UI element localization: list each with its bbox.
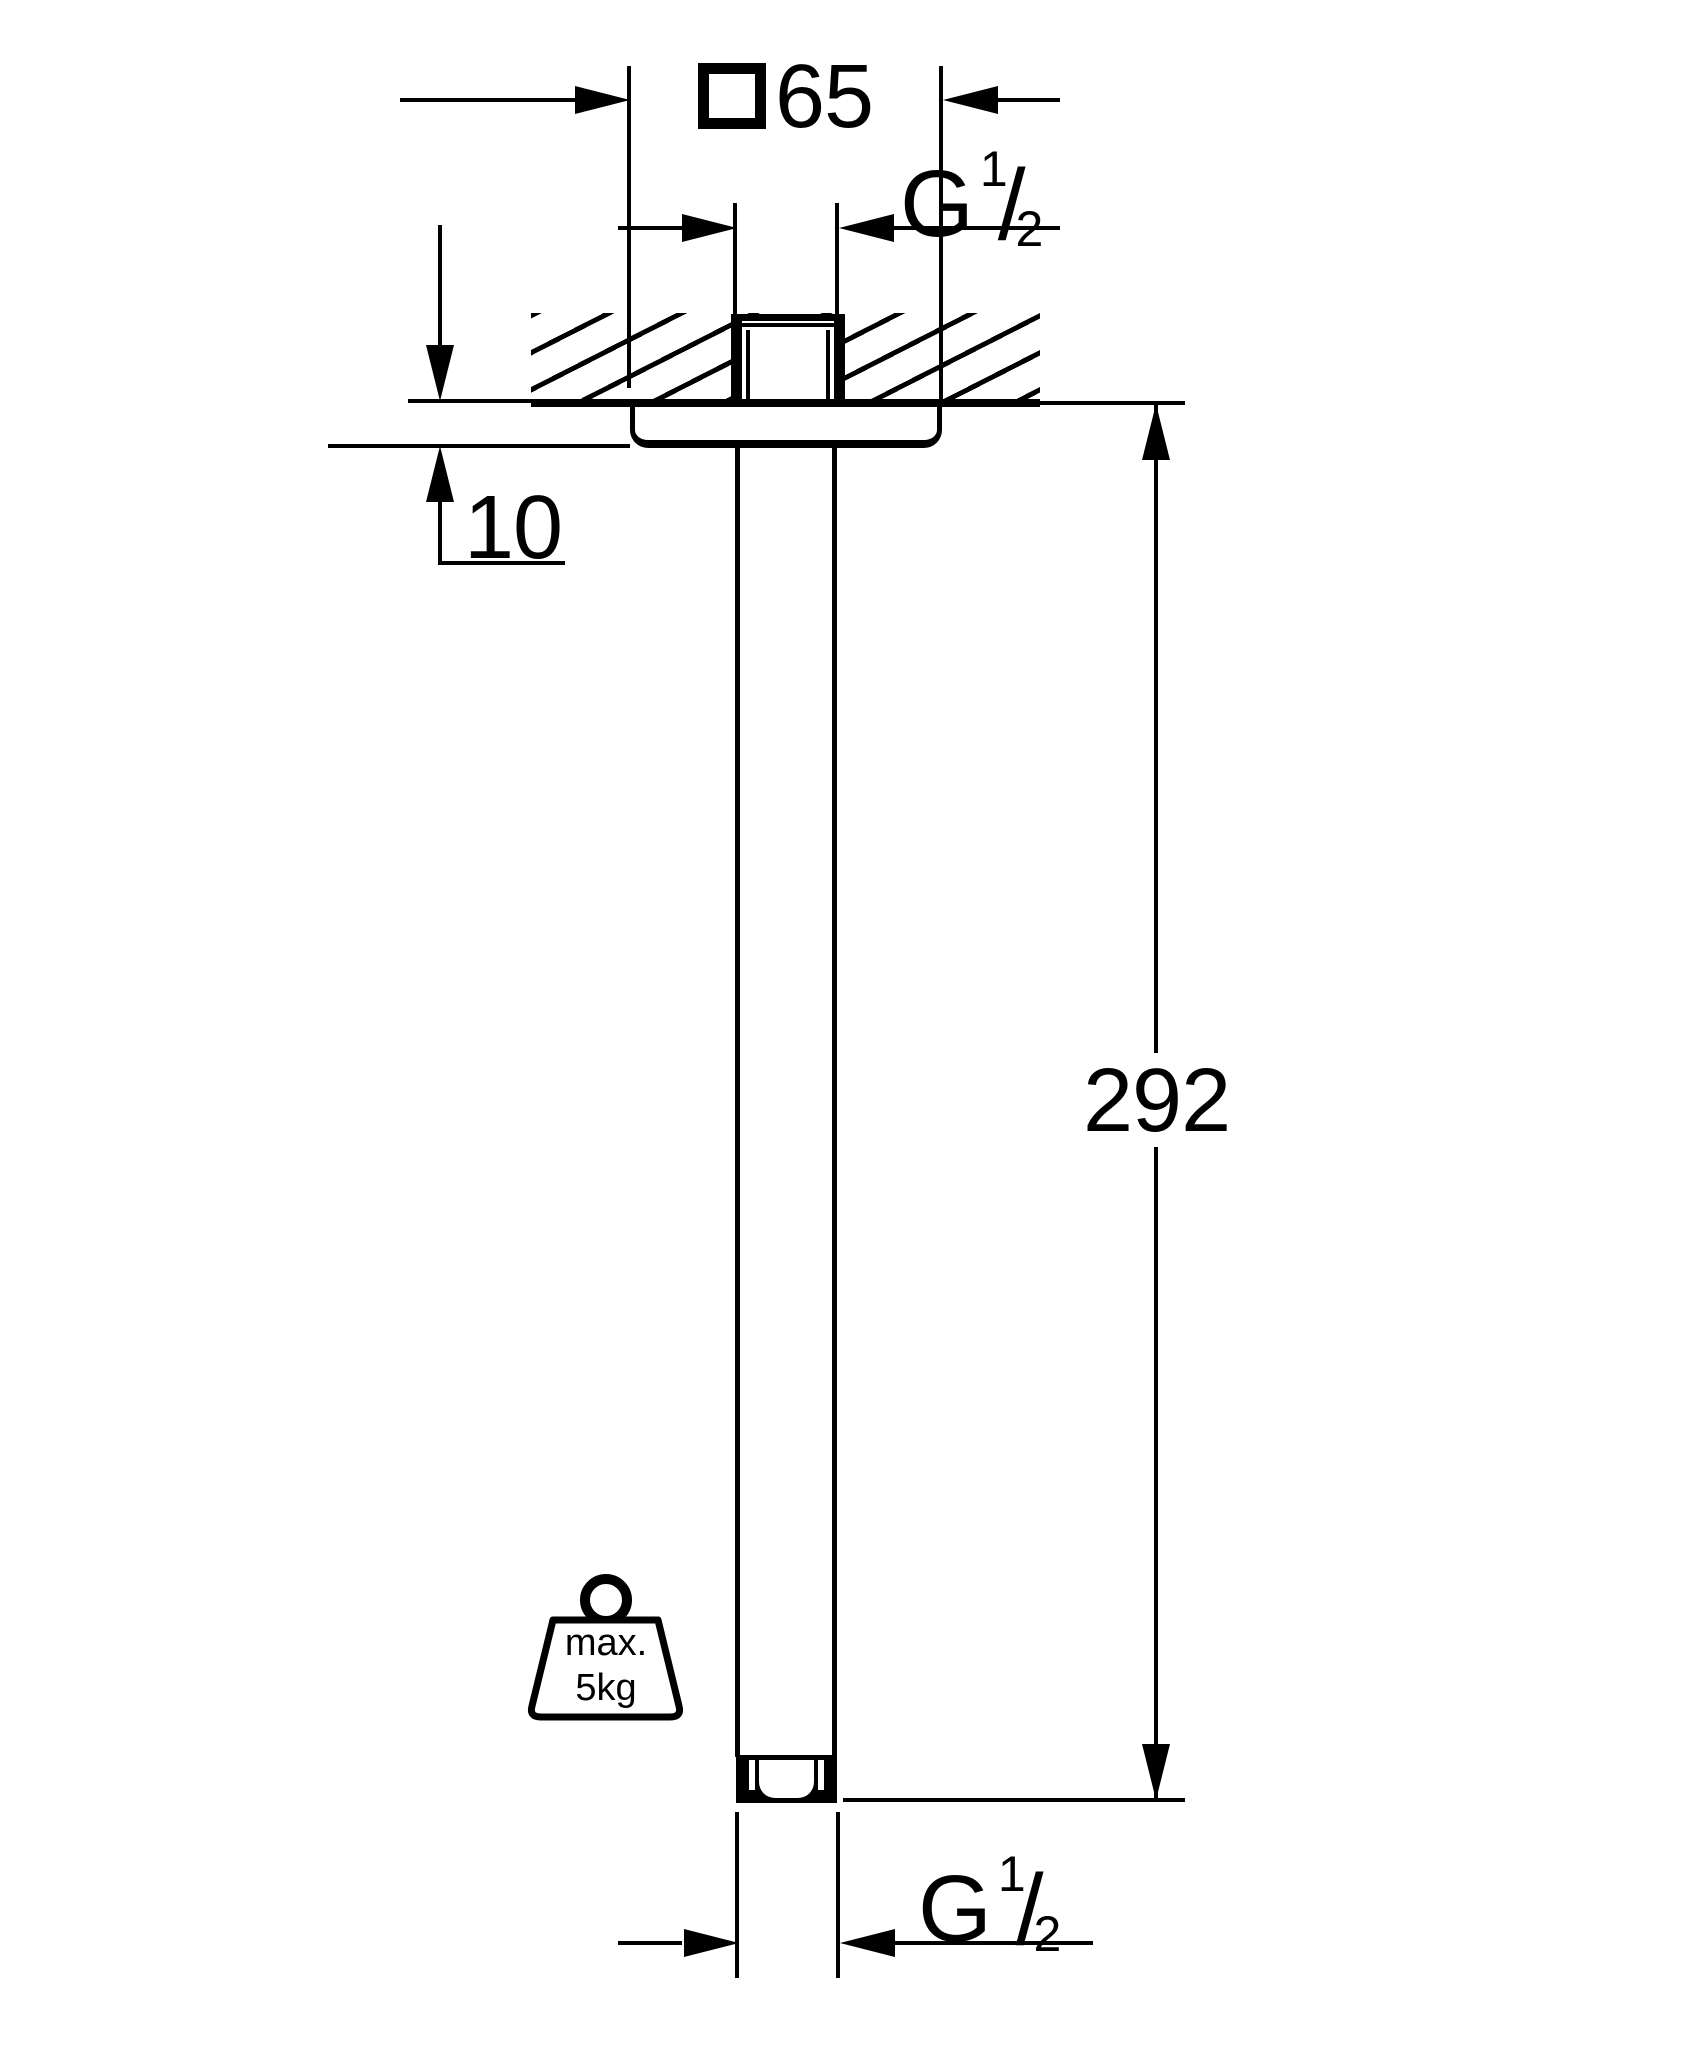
thread-fitting-inner-wall-left	[746, 330, 750, 403]
dim-65-line-right	[996, 98, 1060, 102]
nut-slot-right	[818, 1760, 824, 1790]
weight-limit-line2: 5kg	[575, 1667, 636, 1709]
thread-fitting-inner-line	[742, 323, 834, 327]
g12-bottom-denominator: 2	[1033, 1906, 1062, 1962]
dim-g12-top-extension-right	[835, 203, 839, 316]
dim-65-line-left	[400, 98, 577, 102]
dim-10-arrow-up-icon	[426, 446, 454, 502]
dim-10-label: 10	[464, 478, 563, 578]
dim-65-label: 65	[775, 47, 874, 147]
g12-bottom-slash: /	[1015, 1854, 1044, 1966]
dim-10-arrow-tail-top	[438, 225, 442, 345]
dim-292-arrow-down-icon	[1142, 1744, 1170, 1800]
dim-g12-top-arrow-right-icon	[682, 214, 737, 242]
dim-g12-top-extension-left	[733, 203, 737, 316]
dim-g12-bottom-arrow-left-icon	[840, 1929, 895, 1957]
dim-292-extension-bottom	[843, 1798, 1185, 1802]
dim-65-arrow-right-icon	[575, 86, 630, 114]
dim-10-arrow-tail-bottom	[438, 499, 442, 565]
ceiling-line-extension-right	[1040, 401, 1185, 405]
dim-g12-bottom-extension-right	[836, 1812, 840, 1978]
dim-10-arrow-down-icon	[426, 345, 454, 401]
g12-top-numerator: 1	[979, 141, 1008, 197]
dim-g12-bottom-line-left	[618, 1941, 682, 1945]
dim-10-underline	[438, 561, 565, 565]
nut-slot-left	[749, 1760, 755, 1790]
pipe-end-nut	[736, 1755, 837, 1803]
dim-g12-top-line-left	[618, 226, 682, 230]
weight-limit-icon: max. 5kg	[527, 1574, 684, 1721]
thread-fitting-inner-wall-right	[826, 330, 830, 403]
dim-65-extension-right	[939, 66, 943, 400]
ceiling-line	[531, 399, 1040, 407]
dim-g12-bottom-extension-left	[735, 1812, 739, 1978]
dim-292-line-lower	[1154, 1147, 1158, 1800]
dim-10-extension-line	[328, 444, 630, 448]
dim-65-arrow-left-icon	[943, 86, 998, 114]
g12-top-denominator: 2	[1015, 201, 1044, 257]
g12-bottom-base: G	[918, 1856, 992, 1962]
g12-top-base: G	[900, 151, 974, 257]
g12-top-slash: /	[997, 149, 1026, 261]
thread-fitting	[731, 314, 845, 403]
dim-292-label: 292	[1083, 1051, 1231, 1151]
square-symbol-icon	[698, 63, 766, 129]
pipe-right-edge	[832, 448, 837, 1757]
weight-ring-icon	[580, 1574, 632, 1626]
weight-limit-line1: max.	[565, 1622, 647, 1664]
dim-g12-top-line-right	[893, 226, 1060, 230]
g12-bottom-numerator: 1	[997, 1846, 1026, 1902]
weight-body-icon	[527, 1616, 684, 1721]
dim-g12-bottom-arrow-right-icon	[684, 1929, 739, 1957]
dim-292-line-upper	[1154, 404, 1158, 1053]
escutcheon-flange	[630, 403, 942, 448]
nut-thread-hole	[759, 1760, 814, 1798]
ceiling-line-thin-left	[408, 399, 531, 403]
dim-g12-bottom-line-right	[893, 1941, 1093, 1945]
dim-g12-top-arrow-left-icon	[839, 214, 894, 242]
pipe-left-edge	[735, 448, 740, 1757]
